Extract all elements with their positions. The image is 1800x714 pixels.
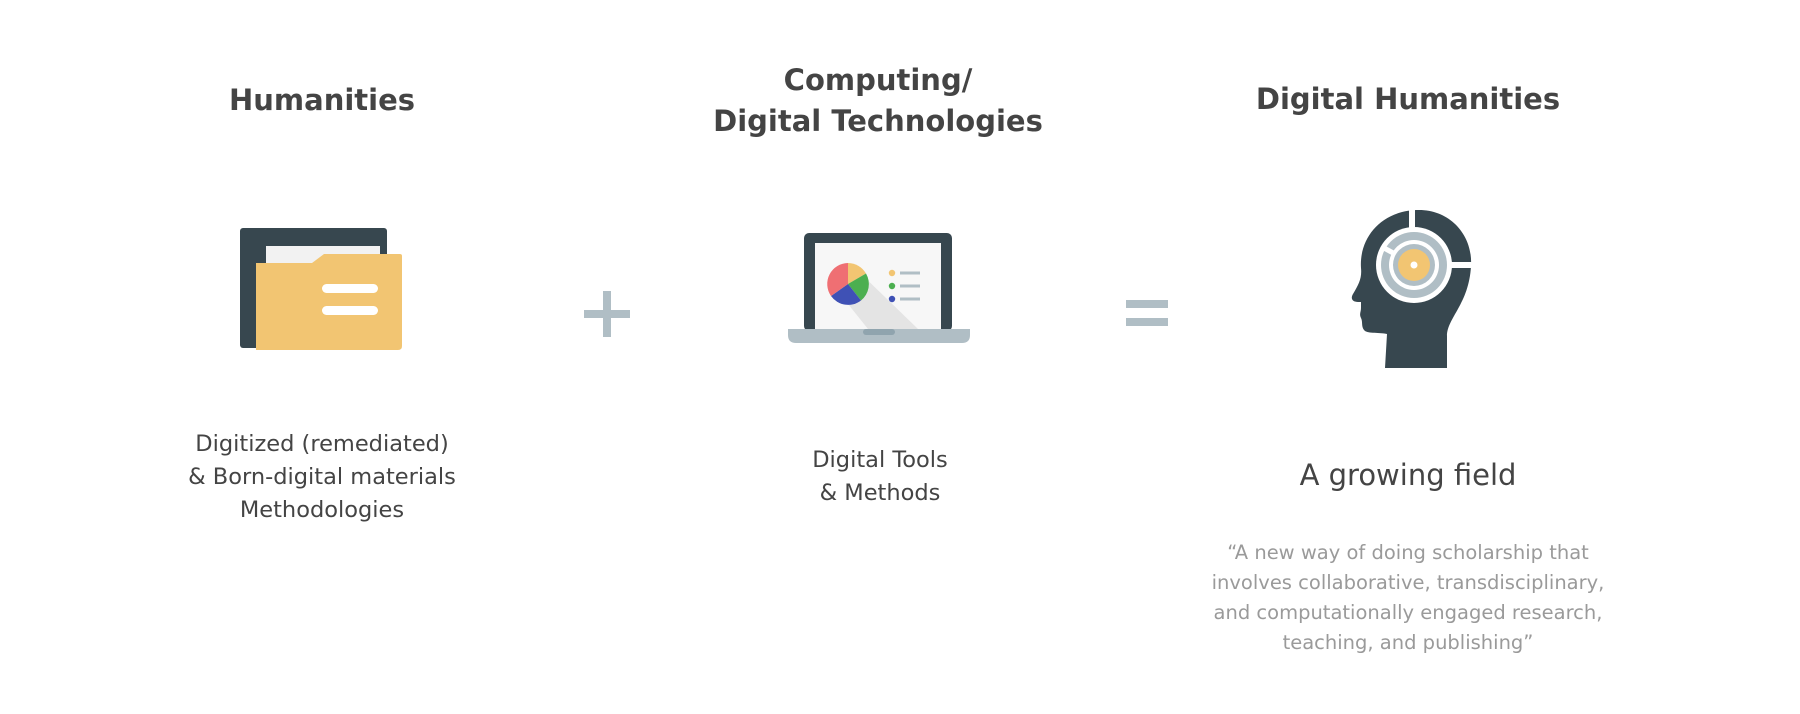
head-target-icon (1351, 206, 1475, 368)
laptop-chart-icon (788, 233, 970, 343)
digital-humanities-heading: Digital Humanities (1255, 82, 1561, 116)
definition-quote: “A new way of doing scholarship that inv… (1211, 541, 1605, 654)
humanities-caption: Digitized (remediated) & Born-digital ma… (188, 431, 456, 523)
plus-icon (584, 291, 630, 337)
equals-icon (1126, 300, 1168, 326)
computing-heading: Computing/ Digital Technologies (713, 63, 1043, 138)
computing-caption: Digital Tools & Methods (812, 447, 948, 506)
humanities-heading: Humanities (228, 83, 416, 117)
growing-field-subheading: A growing field (1299, 458, 1517, 492)
folder-icon (240, 228, 402, 350)
